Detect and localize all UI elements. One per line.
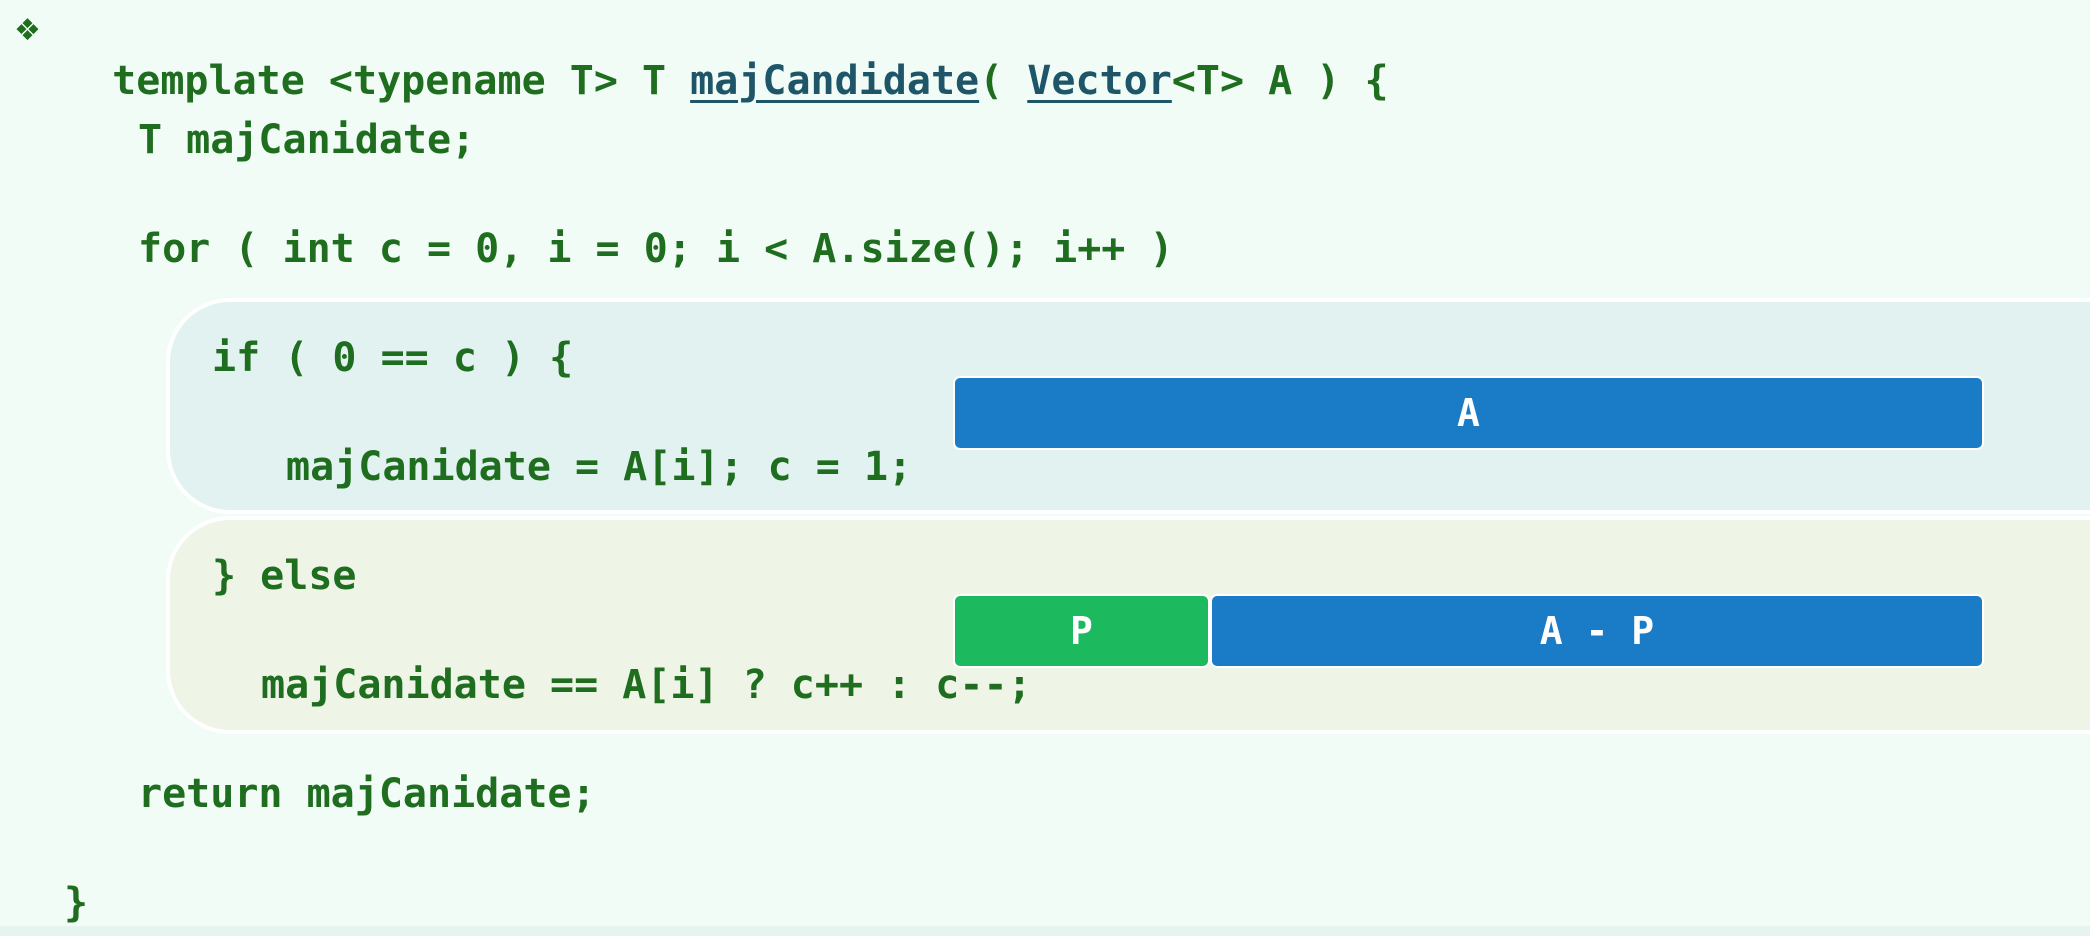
signature-suffix: <T> A ) { [1171,58,1389,104]
array-a-label: A [1457,391,1480,435]
bottom-edge-strip [0,926,2090,936]
signature-paren: ( [979,58,1028,104]
prefix-p-label: P [1070,609,1093,653]
code-line-if: if ( 0 == c ) { [212,335,574,381]
array-a-bar: A [953,376,1984,450]
code-line-assign: majCanidate = A[i]; c = 1; [286,444,913,490]
code-line-close-brace: } [64,880,89,926]
signature-prefix: template <typename T> T [112,58,691,104]
func-name-link[interactable]: majCandidate [690,58,980,104]
code-line-for-loop: for ( int c = 0, i = 0; i < A.size(); i+… [138,226,1174,272]
code-line-signature: template <typename T> T majCandidate( Ve… [64,6,1389,106]
four-diamond-bullet-icon: ❖ [14,13,41,48]
vector-type-link[interactable]: Vector [1027,58,1172,104]
code-line-else: } else [212,553,357,599]
code-line-return: return majCanidate; [138,771,596,817]
code-line-ternary: majCanidate == A[i] ? c++ : c--; [261,662,1032,708]
code-line-declaration: T majCanidate; [138,117,476,163]
suffix-a-minus-p-bar: A - P [1210,594,1984,668]
suffix-a-minus-p-label: A - P [1539,609,1655,653]
prefix-p-bar: P [953,594,1210,668]
